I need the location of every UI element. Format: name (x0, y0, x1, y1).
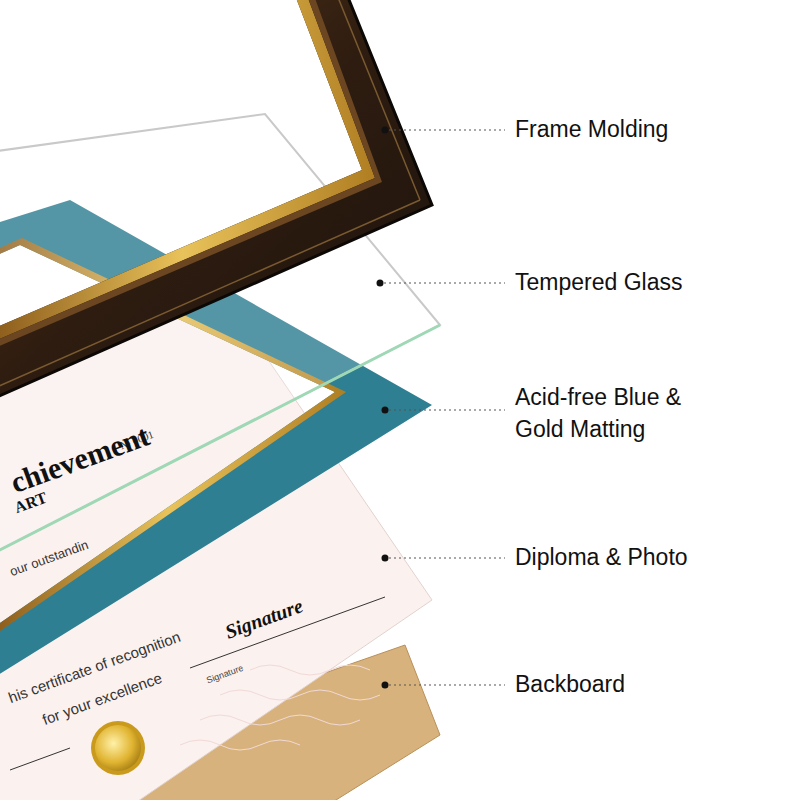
leader-line (389, 684, 505, 685)
certificate-heading: chievement (6, 418, 154, 500)
seal-rim (91, 721, 145, 775)
part-label: Backboard (515, 671, 625, 697)
part-label: Tempered Glass (515, 269, 682, 295)
leader-dot (382, 407, 389, 414)
gold-seal (95, 725, 141, 771)
certificate-text: our outstandin (8, 538, 91, 580)
leader-line (389, 409, 505, 410)
wave-line (250, 665, 370, 675)
frame-highlight (0, 200, 420, 390)
leader-line (384, 282, 505, 283)
part-label: Frame Molding (515, 116, 668, 142)
wave-line (180, 740, 300, 750)
leader-dot (382, 127, 389, 134)
signature-caption: Signature (205, 663, 245, 686)
frame-inner-wood (0, 0, 382, 350)
leader-dot (382, 682, 389, 689)
frame-highlight (335, 0, 420, 200)
signature-script: Signature (222, 594, 306, 643)
leader-line (389, 129, 505, 130)
leader-lines (384, 130, 505, 685)
part-label: Diploma & Photo (515, 544, 688, 570)
wave-line (200, 715, 360, 725)
frame-molding (0, 0, 432, 400)
frame-outer-edge (0, 0, 432, 400)
frame-gold-lip (0, 0, 375, 343)
leader-dots (377, 127, 389, 689)
leader-dot (377, 280, 384, 287)
leader-dot (382, 555, 389, 562)
part-label: Acid-free Blue & Gold Matting (515, 381, 687, 445)
wave-line (220, 690, 380, 700)
leader-line (389, 557, 505, 558)
date-line (10, 748, 70, 770)
